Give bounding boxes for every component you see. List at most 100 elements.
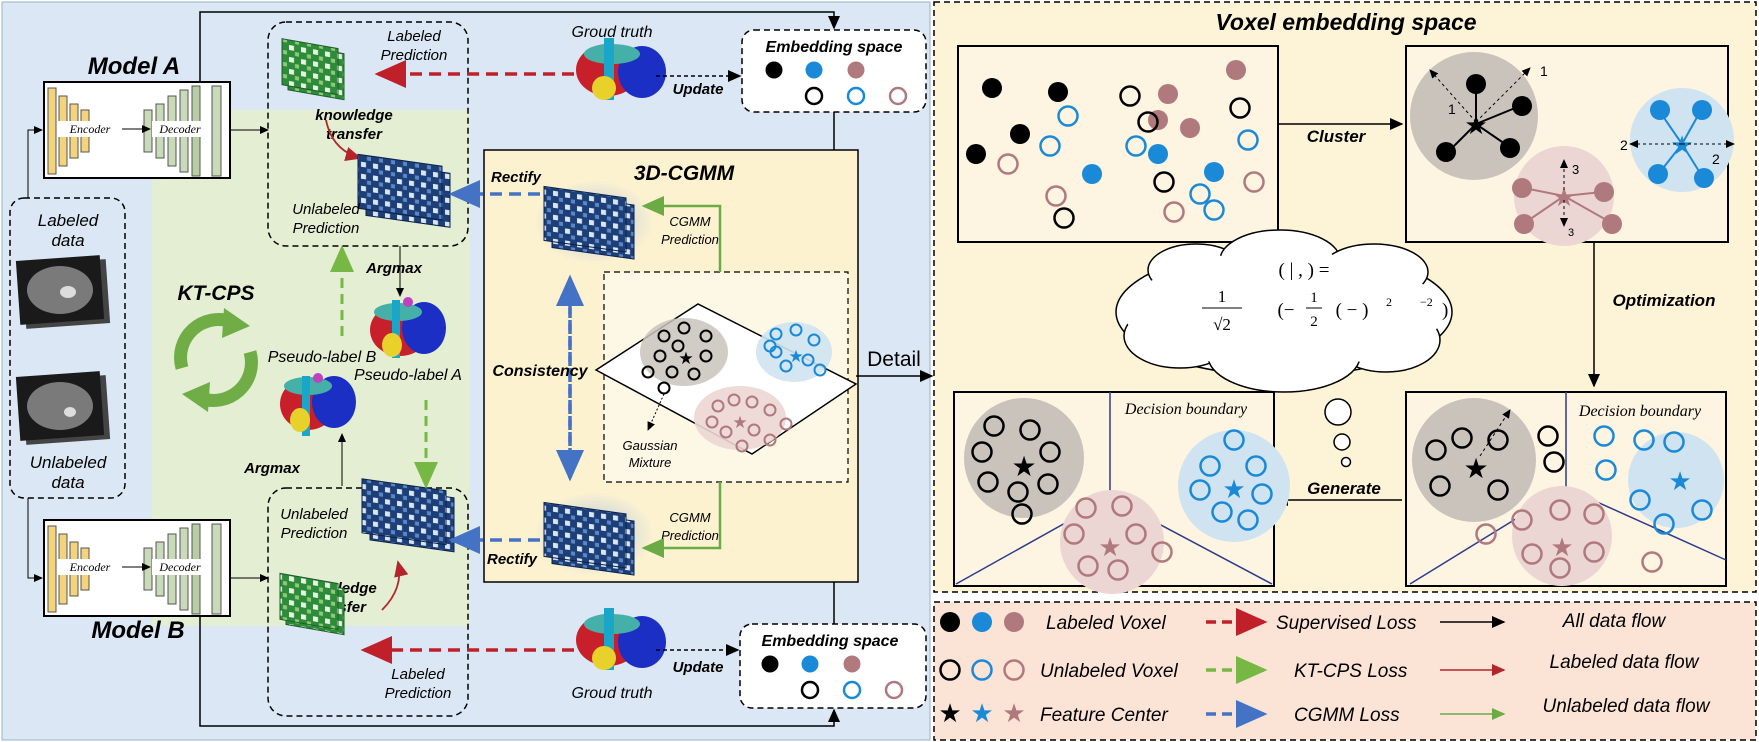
gmm-cluster-rose [694,386,786,450]
pseudo-label-b-text: Pseudo-label B [268,349,377,366]
decision-boundary-label-left: Decision boundary [1124,401,1248,418]
unlabeled-data-label-2: data [51,473,84,492]
svg-text:★: ★ [970,698,993,728]
pseudo-label-b-organ [280,373,356,436]
legend-ktcps-loss: KT-CPS Loss [1294,661,1408,682]
raw-labeled-blue-points [1082,144,1224,184]
raw-unlabeled-blue-points [1039,105,1259,221]
radius-label-1b: 1 [1448,101,1456,117]
unlabeled-pred-a-label-2: Prediction [293,220,360,237]
knowledge-transfer-a-2: transfer [326,126,383,143]
flow-input-to-b [27,498,43,582]
cluster-black-star: ★ [1464,110,1487,140]
formula-half-den: 2 [1310,314,1318,330]
gaussian-mixture-pointer [647,393,665,431]
legend-unlabeled-flow: Unlabeled data flow [1543,696,1711,717]
argmax-b-label: Argmax [243,460,301,477]
opt-cluster-black-region [1412,398,1536,522]
emb-b-unlabeled-black [800,680,820,700]
dec-cluster-rose-region [1060,490,1164,594]
emb-b-unlabeled-rose [884,680,904,700]
labeled-pred-a-label-2: Prediction [381,47,448,64]
cluster-rose-star: ★ [1552,182,1575,212]
cgmm-pred-bot-2: Prediction [661,528,719,543]
dec-blue-star: ★ [1222,474,1245,504]
legend-feature-center: Feature Center [1040,705,1168,726]
legend-feature-center-icons: ★ ★ ★ [938,698,1025,728]
ct-scan-labeled [15,255,111,329]
unlabeled-prediction-a-grid [357,153,451,228]
unlabeled-pred-b-label-2: Prediction [281,525,348,542]
cluster-rose-points [1512,178,1622,234]
embedding-space-a-title: Embedding space [766,39,903,56]
update-a-label: Update [673,81,724,98]
formula-top: ( | , ) = [1279,260,1330,281]
consistency-label: Consistency [492,363,588,380]
all-data-flow-top [199,11,840,82]
cgmm-pred-grid-bottom [534,492,654,576]
update-b-label: Update [673,659,724,676]
opt-rose-points [1475,499,1663,579]
emb-b-labeled-rose [843,655,861,673]
dec-blue-points [1189,429,1273,531]
labeled-pred-a-label-1: Labeled [387,28,441,45]
legend-supervised-loss: Supervised Loss [1276,613,1417,634]
emb-a-labeled-rose [847,61,865,79]
dec-rose-points [1063,495,1173,581]
rectify-top-label: Rectify [491,169,542,186]
unlabeled-data-label-1: Unlabeled [30,453,107,472]
cgmm-title: 3D-CGMM [634,162,735,185]
ground-truth-a-label: Groud truth [572,24,653,41]
gmm-black-center-star: ★ [678,349,693,368]
cluster-blue-points [1648,100,1714,188]
flow-input-to-a [27,126,43,198]
dec-black-points [971,415,1061,525]
formula-cloud [1115,229,1453,393]
all-data-flow-bottom [199,616,840,727]
opt-black-star: ★ [1463,453,1488,484]
unlabeled-flow-cgmm-top [641,196,722,272]
cluster-label: Cluster [1307,127,1367,146]
ct-scan-unlabeled [15,371,111,445]
gmm-blue-center-star: ★ [788,347,803,366]
labeled-flow-arrow-b [381,560,409,611]
thought-bubble-1 [1324,398,1352,426]
labeled-data-label-2: data [51,231,84,250]
svg-text:★: ★ [938,698,961,728]
cluster-black-points [1436,74,1532,162]
unlabeled-pred-b-label-1: Unlabeled [280,506,348,523]
cluster-blue-star: ★ [1670,130,1693,160]
legend-labeled-voxel-icons [940,612,1024,632]
thought-bubble-3 [1340,456,1352,468]
formula-sq: 2 [1386,295,1392,309]
gaussian-mixture-2: Mixture [629,455,672,470]
radius-label-2a: 2 [1620,137,1628,153]
legend-unlabeled-voxel-icons [939,659,1025,681]
ground-truth-b-organ [576,608,666,670]
svg-text:★: ★ [1002,698,1025,728]
legend-unlabeled-voxel: Unlabeled Voxel [1040,661,1178,682]
raw-unlabeled-black-points [1053,85,1251,229]
model-a-encoder-label: Encoder [69,122,111,136]
model-b-network [43,519,231,617]
labeled-prediction-a-grid [281,38,345,101]
raw-labeled-rose-points [1148,60,1246,138]
thought-bubble-2 [1333,433,1351,451]
rectify-bottom-label: Rectify [487,551,538,568]
formula-frac-den: √2 [1213,315,1231,334]
opt-black-points [1425,425,1565,501]
legend-cgmm-loss: CGMM Loss [1294,705,1400,726]
cgmm-pred-top-1: CGMM [669,214,710,229]
formula-close: ) [1442,300,1448,321]
model-b-title: Model B [91,617,184,644]
emb-b-labeled-black [761,655,779,673]
radius-label-1a: 1 [1540,63,1548,79]
decision-boundary-label-right: Decision boundary [1578,403,1702,420]
embedding-space-b-title: Embedding space [762,633,899,650]
unlabeled-pred-a-label-1: Unlabeled [292,201,360,218]
gmm-black-points [641,321,713,395]
ground-truth-b-label: Groud truth [572,685,653,702]
emb-b-labeled-blue [801,655,819,673]
labeled-pred-b-label-2: Prediction [385,685,452,702]
